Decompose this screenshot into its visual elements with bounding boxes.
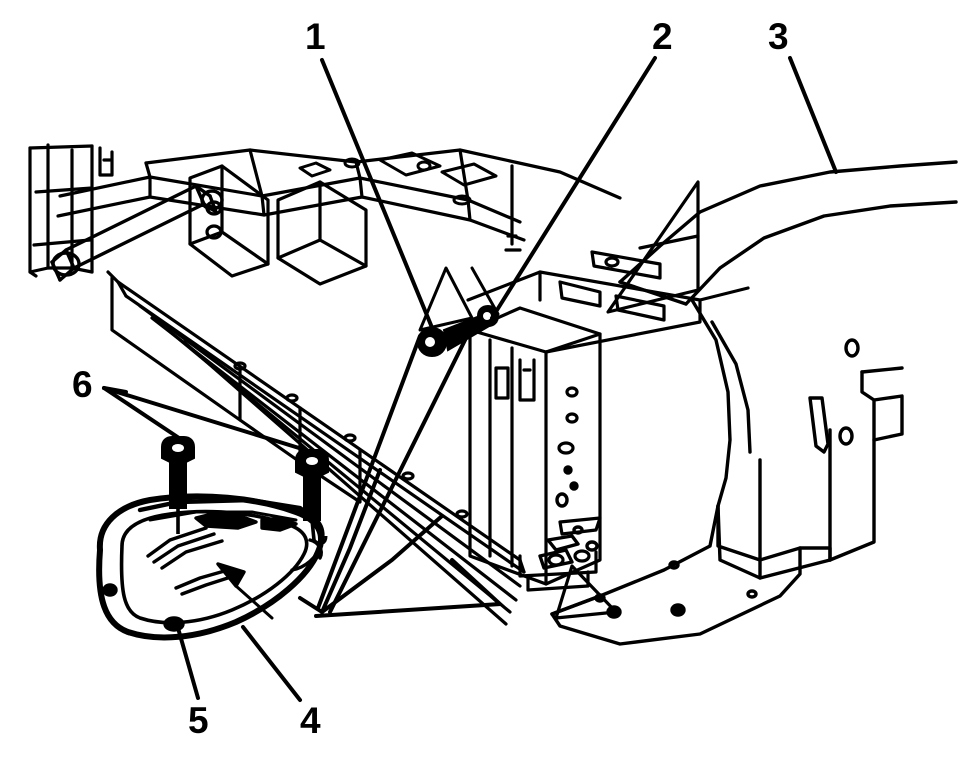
upper-cross-member-group [56, 148, 622, 242]
upper-rail-detail-group [298, 151, 498, 206]
center-bracket-group [188, 164, 368, 286]
callout-long-leaders [314, 328, 505, 618]
frame-rail-long-group [106, 270, 526, 626]
fog-lamp-bolt-left [161, 436, 195, 534]
fog-lamp-bolt-right [295, 449, 329, 545]
leader-line-1 [320, 58, 435, 332]
leader-line-4b [320, 514, 444, 614]
leader-line-6b [102, 386, 314, 454]
leader-line-6a [102, 386, 184, 442]
callout-label-1: 1 [305, 16, 326, 57]
leader-line-2 [490, 56, 657, 320]
left-diagonal-brace-group [50, 184, 224, 282]
fog-lamp-assembly-group [96, 493, 325, 641]
callout-label-5: 5 [188, 700, 209, 741]
splash-shield-group [538, 465, 832, 646]
center-post-group [504, 164, 522, 252]
leader-line-4a [241, 625, 302, 702]
leader-line-3 [788, 56, 838, 174]
leader-long-b [328, 328, 472, 614]
inner-bracket-triangle-group [554, 180, 700, 620]
fender-panel-group [618, 160, 958, 580]
leader-line-5 [176, 626, 200, 700]
center-upright-bracket-group [468, 306, 602, 592]
leader-long-a [316, 334, 422, 610]
callout-label-6: 6 [72, 364, 93, 405]
frame-rail-left-group [28, 143, 114, 278]
leader-line-4c [320, 468, 382, 614]
callout-label-3: 3 [768, 16, 789, 57]
callout-label-4: 4 [300, 700, 321, 741]
callout-leader-lines [102, 56, 838, 702]
leader-long-c [314, 558, 505, 618]
leader-line-6-stub [102, 386, 128, 394]
mounting-hardware-callout-1-2 [416, 266, 500, 358]
callout-label-2: 2 [652, 16, 673, 57]
